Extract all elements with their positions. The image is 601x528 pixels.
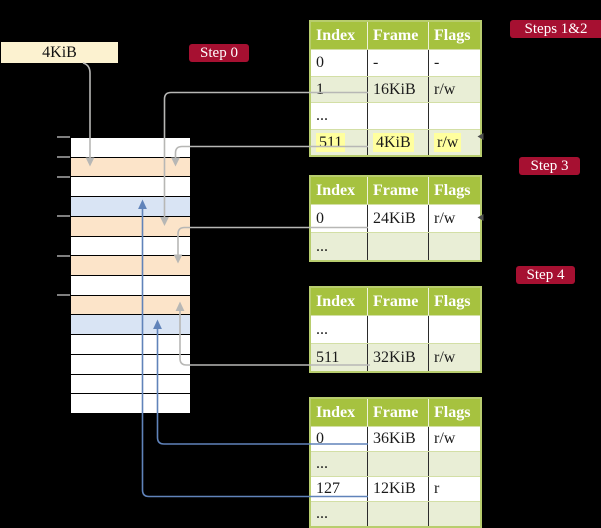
memory-frame-row	[71, 354, 190, 375]
highlighted-value: 511	[316, 132, 346, 152]
table-cell: r/w	[428, 205, 480, 232]
page-table-step4-lower: Index Frame Flags 0 36KiB r/w ... 127 12…	[309, 397, 482, 528]
table-header-row: Index Frame Flags	[311, 177, 480, 204]
highlighted-value: 4KiB	[373, 132, 414, 152]
page-table-steps12: Index Frame Flags 0 - - 1 16KiB r/w ... …	[309, 20, 482, 157]
table-cell: -	[367, 50, 428, 76]
table-cell: 511	[316, 349, 340, 366]
table-cell: ...	[316, 107, 328, 124]
column-header: Index	[316, 27, 356, 44]
memory-frame-row	[71, 138, 190, 158]
memory-frame-row	[71, 177, 190, 198]
memory-tick	[57, 155, 70, 158]
frame-size-box: 4KiB	[1, 42, 118, 63]
memory-tick	[57, 294, 70, 297]
column-header: Flags	[428, 288, 480, 315]
column-header: Index	[316, 182, 356, 199]
table-row: 0 - -	[311, 49, 480, 76]
memory-frame-row	[71, 197, 190, 217]
table-cell: r/w	[428, 427, 480, 451]
column-header: Flags	[428, 177, 480, 204]
table-row: 511 32KiB r/w	[311, 343, 480, 371]
table-header-row: Index Frame Flags	[311, 288, 480, 315]
table-cell: ...	[316, 238, 328, 255]
physical-memory-column	[70, 137, 191, 414]
table-row: ...	[311, 501, 480, 526]
column-header: Flags	[428, 399, 480, 426]
memory-frame-row	[71, 276, 190, 296]
memory-frame-row	[71, 315, 190, 336]
column-header: Flags	[428, 22, 480, 49]
table-row: 0 36KiB r/w	[311, 426, 480, 451]
memory-frame-row	[71, 256, 190, 277]
page-table-step3: Index Frame Flags 0 24KiB r/w ...	[309, 175, 482, 262]
table-cell: 0	[316, 54, 324, 71]
column-header: Frame	[367, 177, 428, 204]
table-cell: r/w	[428, 76, 480, 102]
table-cell	[367, 502, 428, 526]
table-cell: 127	[316, 480, 340, 497]
table-cell: 4KiB	[367, 129, 428, 155]
step0-label: Step 0	[189, 44, 249, 62]
table-cell	[428, 103, 480, 129]
table-cell: 32KiB	[367, 344, 428, 371]
column-header: Frame	[367, 399, 428, 426]
memory-frame-row	[71, 236, 190, 257]
page-table-step4-upper: Index Frame Flags ... 511 32KiB r/w	[309, 286, 482, 373]
memory-frame-row	[71, 394, 190, 414]
table-row: ...	[311, 102, 480, 129]
column-header: Frame	[367, 22, 428, 49]
table-cell: r	[428, 477, 480, 501]
memory-frame-row	[71, 374, 190, 395]
table-cell	[428, 316, 480, 343]
table-cell: 0	[316, 210, 324, 227]
table-cell: ...	[316, 455, 328, 472]
step3-label: Step 3	[519, 157, 580, 175]
table-row: ...	[311, 451, 480, 476]
memory-frame-row	[71, 157, 190, 178]
step4-label: Step 4	[516, 266, 575, 284]
table-header-row: Index Frame Flags	[311, 22, 480, 49]
memory-frame-row	[71, 295, 190, 316]
table-cell: 1	[316, 80, 324, 98]
steps12-label: Steps 1&2	[510, 20, 601, 38]
table-cell	[367, 452, 428, 476]
table-cell: r/w	[428, 129, 480, 155]
table-cell: 511	[311, 130, 367, 156]
table-cell	[428, 452, 480, 476]
memory-tick	[57, 175, 70, 178]
table-row: ...	[311, 315, 480, 343]
table-cell: r/w	[428, 344, 480, 371]
table-cell: ...	[316, 321, 328, 338]
memory-tick	[57, 215, 70, 218]
table-row: ...	[311, 232, 480, 260]
table-cell	[367, 316, 428, 343]
highlighted-value: r/w	[434, 132, 462, 152]
table-cell: 0	[316, 430, 324, 447]
table-row: 1 16KiB r/w	[311, 75, 480, 102]
memory-tick	[57, 136, 70, 138]
table-row: 0 24KiB r/w	[311, 204, 480, 232]
table-cell	[367, 233, 428, 260]
table-cell	[367, 103, 428, 129]
table-row: 127 12KiB r	[311, 476, 480, 501]
memory-tick	[57, 254, 70, 257]
table-row-highlighted: 511 4KiB r/w	[311, 128, 480, 156]
table-cell	[428, 502, 480, 526]
table-cell: 24KiB	[367, 205, 428, 232]
column-header: Index	[316, 293, 356, 310]
table-cell	[428, 233, 480, 260]
table-cell: ...	[316, 505, 328, 522]
memory-frame-row	[71, 216, 190, 237]
memory-frame-row	[71, 335, 190, 355]
table-cell: 36KiB	[367, 427, 428, 451]
column-header: Index	[316, 404, 356, 421]
table-cell: 12KiB	[367, 477, 428, 501]
table-cell: -	[428, 50, 480, 76]
table-header-row: Index Frame Flags	[311, 399, 480, 426]
column-header: Frame	[367, 288, 428, 315]
table-cell: 16KiB	[367, 76, 428, 102]
